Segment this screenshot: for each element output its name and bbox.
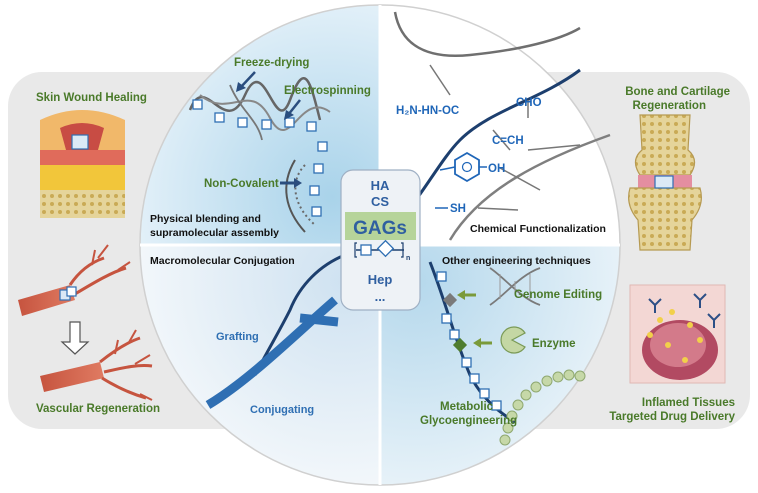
gag-chain xyxy=(192,99,328,217)
alkene-group: C=CH xyxy=(492,135,524,147)
freeze-drying-label: Freeze-drying xyxy=(234,57,309,69)
inflamed-label-line1: Inflamed Tissues xyxy=(642,397,735,409)
bone-cartilage-illustration xyxy=(628,114,702,251)
bone-label-line1: Bone and Cartilage xyxy=(625,86,730,98)
benzene-ring-icon xyxy=(454,151,480,183)
noncovalent-label: Non-Covalent xyxy=(204,178,279,190)
metabolic-label-line2: Glycoengineering xyxy=(420,415,517,427)
center-cs: CS xyxy=(371,194,389,209)
grafting-label: Grafting xyxy=(216,331,259,343)
inflamed-tissue-illustration xyxy=(629,284,726,384)
dna-helix-icon xyxy=(489,267,541,306)
noncovalent-bundle xyxy=(294,164,316,226)
physical-quadrant: Freeze-drying Electrospinning Non-Covale… xyxy=(150,57,371,239)
bead-chain xyxy=(499,369,586,446)
polymer-arc xyxy=(393,11,581,58)
noncovalent-strand xyxy=(285,159,306,233)
edited-unit xyxy=(442,292,458,308)
quadrant-chemical-bg xyxy=(380,5,620,245)
enzyme-label: Enzyme xyxy=(532,338,575,350)
conjugated-polymer xyxy=(205,296,338,409)
center-gags: GAGs xyxy=(353,218,407,239)
physical-title-line2: supramolecular assembly xyxy=(150,227,279,239)
other-quadrant: Other engineering techniques Genome Edit… xyxy=(420,255,602,446)
center-hep: Hep xyxy=(368,272,393,287)
hydrazide-group: H₂N-HN-OC xyxy=(396,105,459,117)
center-gag-box: HA CS GAGs n Hep ... xyxy=(340,169,421,311)
polymer-arc xyxy=(448,133,611,241)
conjugating-label: Conjugating xyxy=(250,404,314,416)
hydroxyl-group: OH xyxy=(488,163,505,175)
macro-title: Macromolecular Conjugation xyxy=(150,255,295,267)
scaffold-fiber xyxy=(229,84,263,141)
physical-title-line1: Physical blending and xyxy=(150,213,261,225)
quadrant-physical-bg xyxy=(140,5,380,245)
disaccharide-unit-icon xyxy=(354,239,404,258)
enzyme-icon xyxy=(500,326,526,354)
vascular-label: Vascular Regeneration xyxy=(36,403,160,415)
inflamed-label-line2: Targeted Drug Delivery xyxy=(609,411,735,423)
macro-quadrant: Macromolecular Conjugation Grafting Conj… xyxy=(150,253,346,416)
freeze-arrow xyxy=(239,71,256,89)
gag-chain-other xyxy=(436,271,502,411)
enzyme-unit xyxy=(452,337,468,353)
center-more: ... xyxy=(375,289,386,304)
gag-backbone-macro xyxy=(253,253,346,376)
thiol-group: SH xyxy=(450,203,466,215)
skin-wound-illustration xyxy=(40,110,125,218)
other-title: Other engineering techniques xyxy=(442,255,591,267)
chemical-title: Chemical Functionalization xyxy=(470,223,606,235)
chemical-quadrant: H₂N-HN-OC CHO C=CH OH SH Chemical Functi… xyxy=(393,11,611,241)
metabolic-label-line1: Metabolic xyxy=(440,401,494,413)
electrospinning-label: Electrospinning xyxy=(284,85,371,97)
center-ha: HA xyxy=(371,178,390,193)
skin-wound-label: Skin Wound Healing xyxy=(36,92,147,104)
genome-editing-label: Genome Editing xyxy=(514,289,602,301)
center-subscript: n xyxy=(406,255,410,262)
aldehyde-group: CHO xyxy=(516,97,542,109)
quadrant-other-bg xyxy=(380,245,620,485)
vascular-illustration xyxy=(18,244,153,401)
bone-label-line2: Regeneration xyxy=(633,100,707,112)
scaffold-fiber xyxy=(199,94,331,132)
